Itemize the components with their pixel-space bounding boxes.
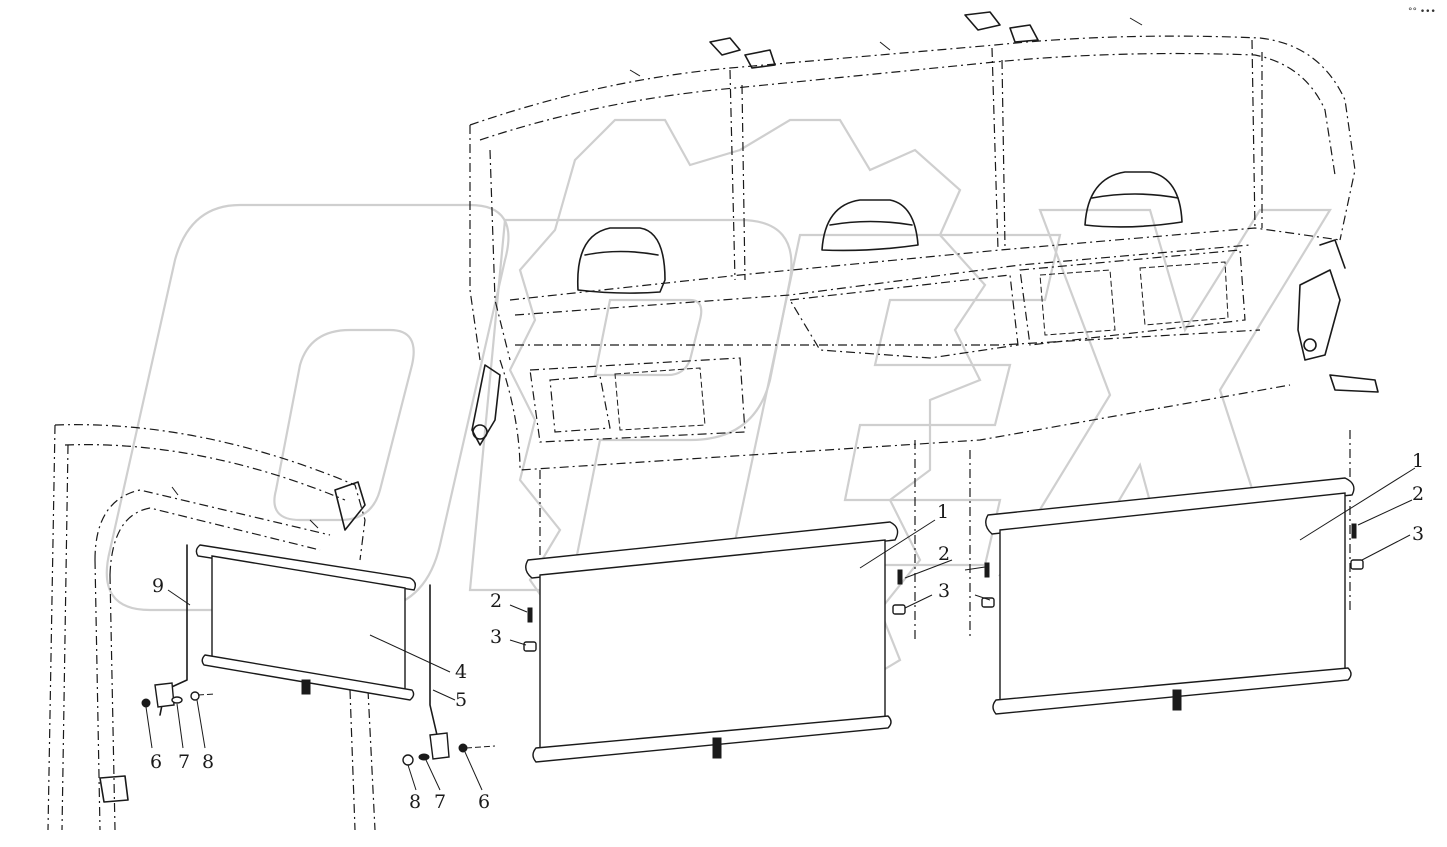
headrest-left xyxy=(576,227,666,294)
blind-pull-handle xyxy=(301,679,311,695)
callout-9: 9 xyxy=(152,575,164,597)
headrest-middle xyxy=(821,199,919,252)
side-door-frame xyxy=(47,424,376,831)
guide-rod-right xyxy=(429,584,441,756)
middle-blind-bottom-bar xyxy=(532,715,892,763)
callout-8-right: 8 xyxy=(409,791,421,813)
side-roller-blind xyxy=(141,544,496,766)
middle-blind-shade xyxy=(539,539,886,753)
callout-1-right: 1 xyxy=(1412,450,1424,472)
leader-lines xyxy=(145,467,1416,791)
blind-bottom-bar xyxy=(201,654,415,701)
rear-roller-blind-middle xyxy=(523,521,995,763)
cab-roof-frame xyxy=(469,11,1379,471)
callout-3-right: 3 xyxy=(1412,523,1424,545)
callout-2-right: 2 xyxy=(1412,483,1424,505)
callout-7-right: 7 xyxy=(434,791,446,813)
callout-5: 5 xyxy=(455,689,467,711)
right-blind-top-tube xyxy=(985,477,1355,535)
callout-7-left: 7 xyxy=(178,751,190,773)
callout-2-middle-right: 2 xyxy=(938,543,950,565)
callout-3-middle-right: 3 xyxy=(938,580,950,602)
callout-1-middle: 1 xyxy=(937,501,949,523)
callout-2-middle-left: 2 xyxy=(490,590,502,612)
headrest-right xyxy=(1084,171,1183,228)
callout-labels: 1 2 3 1 2 3 2 3 4 5 9 6 7 8 8 7 6 xyxy=(150,450,1424,813)
rear-roller-blind-right xyxy=(985,477,1364,715)
watermark-letter-p xyxy=(468,218,793,592)
corner-mark: °° ••• xyxy=(1408,7,1436,17)
right-blind-pull-handle xyxy=(1172,689,1182,711)
middle-blind-pull-handle xyxy=(712,737,722,759)
blind-top-tube xyxy=(195,544,417,591)
middle-blind-top-tube xyxy=(525,521,899,579)
callout-3-middle-left: 3 xyxy=(490,626,502,648)
callout-8-left: 8 xyxy=(202,751,214,773)
callout-6-right: 6 xyxy=(478,791,490,813)
callout-6-left: 6 xyxy=(150,751,162,773)
projection-lines xyxy=(539,430,1351,640)
callout-4: 4 xyxy=(455,661,467,683)
watermark-letter-o xyxy=(105,203,510,612)
right-blind-bottom-bar xyxy=(992,667,1352,715)
